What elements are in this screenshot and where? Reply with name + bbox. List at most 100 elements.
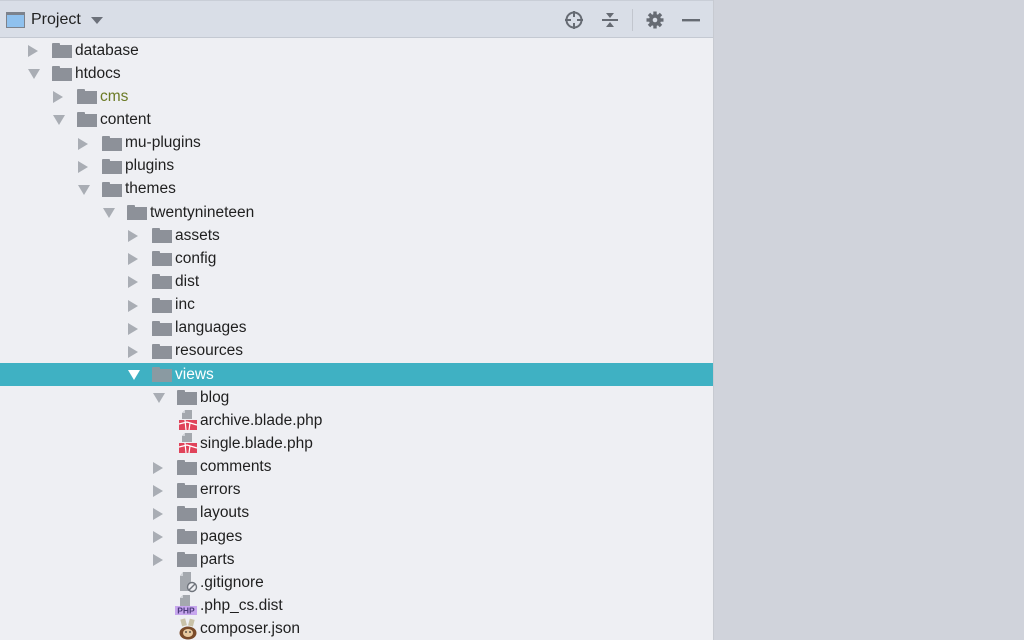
tree-folder-row[interactable]: assets (0, 224, 713, 247)
composer-file-icon (177, 617, 199, 640)
tree-item-label: layouts (200, 504, 250, 522)
locate-file-button[interactable] (560, 6, 588, 34)
expand-arrow-right-icon[interactable] (78, 160, 88, 173)
folder-icon (102, 135, 122, 151)
header-toolbar (560, 1, 705, 38)
expand-arrow-right-icon[interactable] (28, 45, 38, 57)
tree-item-label: assets (175, 226, 220, 244)
ignored-file-icon (177, 571, 199, 593)
gear-icon (646, 11, 664, 28)
tree-item-label: errors (200, 481, 241, 499)
tree-folder-row[interactable]: parts (0, 548, 713, 571)
blade-file-icon (177, 409, 199, 431)
folder-icon (77, 112, 97, 128)
expand-arrow-right-icon[interactable] (78, 137, 88, 150)
tree-folder-row[interactable]: comments (0, 456, 713, 479)
project-panel-header: Project (0, 0, 713, 38)
tree-folder-row[interactable]: layouts (0, 502, 713, 525)
tree-file-row[interactable]: PHP.php_cs.dist (0, 594, 713, 617)
tree-file-row[interactable]: single.blade.php (0, 432, 713, 455)
folder-icon (152, 366, 172, 382)
project-panel: Project (0, 0, 714, 640)
expand-arrow-right-icon[interactable] (128, 276, 138, 289)
folder-icon (127, 204, 147, 220)
folder-icon (102, 181, 122, 197)
tree-item-label: languages (175, 319, 247, 337)
blade-file-icon (177, 432, 199, 454)
folder-icon (177, 459, 197, 475)
expand-arrow-down-icon[interactable] (28, 69, 40, 80)
tree-folder-row[interactable]: pages (0, 525, 713, 548)
folder-icon (52, 66, 72, 82)
tree-folder-row[interactable]: htdocs (0, 62, 713, 85)
tree-item-label: plugins (125, 157, 175, 175)
tree-folder-row[interactable]: themes (0, 178, 713, 201)
tree-item-label: inc (175, 296, 195, 314)
expand-arrow-down-icon[interactable] (53, 115, 65, 126)
tree-item-label: single.blade.php (200, 434, 313, 452)
tree-folder-row[interactable]: twentynineteen (0, 201, 713, 224)
settings-button[interactable] (641, 6, 669, 34)
project-view-selector[interactable]: Project (6, 1, 103, 38)
tree-folder-row[interactable]: content (0, 108, 713, 131)
expand-arrow-right-icon[interactable] (53, 91, 63, 104)
tree-folder-row[interactable]: errors (0, 479, 713, 502)
tree-item-label: twentynineteen (150, 203, 255, 221)
expand-arrow-right-icon[interactable] (128, 230, 138, 243)
expand-arrow-right-icon[interactable] (153, 530, 163, 543)
folder-icon (77, 89, 97, 105)
tree-folder-row[interactable]: resources (0, 340, 713, 363)
tree-item-label: .gitignore (200, 573, 264, 591)
tree-folder-row[interactable]: plugins (0, 155, 713, 178)
folder-icon (177, 482, 197, 498)
folder-icon (177, 390, 197, 406)
expand-arrow-right-icon[interactable] (128, 345, 138, 358)
panel-title: Project (31, 10, 81, 28)
tree-item-label: archive.blade.php (200, 411, 323, 429)
tree-file-row[interactable]: archive.blade.php (0, 409, 713, 432)
tree-folder-row[interactable]: mu-plugins (0, 132, 713, 155)
tree-folder-row[interactable]: inc (0, 294, 713, 317)
editor-empty-area (715, 0, 1024, 640)
minimize-icon (682, 18, 700, 21)
expand-arrow-right-icon[interactable] (128, 253, 138, 266)
tree-folder-row[interactable]: database (0, 39, 713, 62)
tree-folder-row[interactable]: dist (0, 270, 713, 293)
expand-arrow-right-icon[interactable] (153, 554, 163, 567)
tree-folder-row[interactable]: cms (0, 85, 713, 108)
tree-folder-row[interactable]: views (0, 362, 713, 387)
project-window-icon (6, 11, 25, 28)
tree-file-row[interactable]: .gitignore (0, 571, 713, 594)
expand-arrow-right-icon[interactable] (153, 507, 163, 520)
tree-item-label: composer.json (200, 620, 300, 638)
folder-icon (152, 320, 172, 336)
expand-arrow-right-icon[interactable] (153, 461, 163, 474)
expand-arrow-right-icon[interactable] (128, 322, 138, 335)
collapse-all-icon (602, 12, 618, 27)
folder-icon (102, 158, 122, 174)
expand-arrow-down-icon[interactable] (103, 207, 115, 218)
tree-item-label: blog (200, 388, 230, 406)
folder-icon (152, 274, 172, 290)
folder-icon (152, 297, 172, 313)
tree-item-label: parts (200, 550, 235, 568)
expand-arrow-down-icon[interactable] (128, 369, 140, 380)
tree-item-label: pages (200, 527, 243, 545)
tree-item-label: cms (100, 87, 129, 105)
tree-folder-row[interactable]: blog (0, 386, 713, 409)
tree-folder-row[interactable]: languages (0, 317, 713, 340)
tree-item-label: views (175, 365, 214, 383)
expand-arrow-down-icon[interactable] (78, 184, 90, 195)
expand-arrow-right-icon[interactable] (128, 299, 138, 312)
collapse-all-button[interactable] (596, 6, 624, 34)
expand-arrow-right-icon[interactable] (153, 484, 163, 497)
folder-icon (177, 505, 197, 521)
svg-text:PHP: PHP (177, 606, 195, 616)
hide-panel-button[interactable] (677, 6, 705, 34)
expand-arrow-down-icon[interactable] (153, 393, 165, 404)
tree-folder-row[interactable]: config (0, 247, 713, 270)
chevron-down-icon (90, 17, 103, 24)
tree-file-row[interactable]: composer.json (0, 617, 713, 640)
tree-item-label: resources (175, 342, 244, 360)
